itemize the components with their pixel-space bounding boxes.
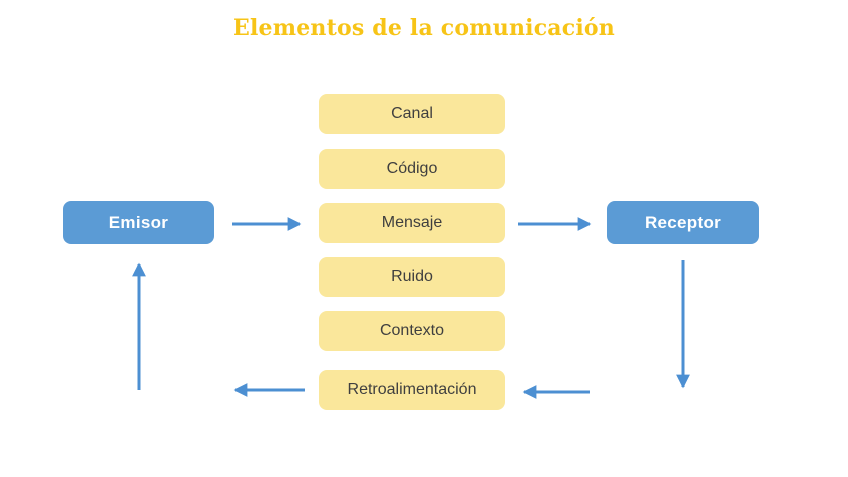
- arrow-mensaje-to-receptor-icon: [518, 217, 592, 231]
- node-ruido-label: Ruido: [391, 268, 433, 285]
- arrow-up-to-emisor-icon: [132, 262, 146, 390]
- node-ruido: Ruido: [319, 257, 505, 297]
- arrow-emisor-to-mensaje-icon: [232, 217, 302, 231]
- node-codigo: Código: [319, 149, 505, 189]
- node-emisor-label: Emisor: [108, 212, 169, 232]
- node-mensaje-label: Mensaje: [381, 214, 443, 231]
- node-receptor-label: Receptor: [644, 212, 722, 232]
- node-mensaje: Mensaje: [319, 203, 505, 243]
- node-codigo-label: Código: [386, 160, 438, 177]
- node-canal-label: Canal: [391, 105, 433, 122]
- node-emisor: Emisor: [63, 201, 214, 244]
- node-retroalimentacion-label: Retroalimentación: [347, 381, 477, 398]
- node-receptor: Receptor: [607, 201, 759, 244]
- arrow-retroalimentacion-left-icon: [233, 383, 305, 397]
- node-retroalimentacion: Retroalimentación: [319, 370, 505, 410]
- node-contexto: Contexto: [319, 311, 505, 351]
- diagram-title: Elementos de la comunicación: [233, 15, 615, 41]
- node-canal: Canal: [319, 94, 505, 134]
- arrow-receptor-down-icon: [676, 260, 690, 389]
- node-contexto-label: Contexto: [379, 322, 445, 339]
- arrow-receptor-to-retroalimentacion-icon: [522, 385, 590, 399]
